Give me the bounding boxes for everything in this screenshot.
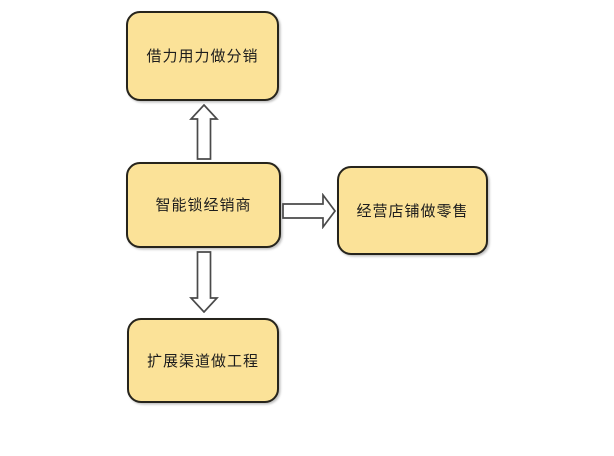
node-engineering-channel: 扩展渠道做工程	[127, 318, 279, 403]
arrow-up-icon	[189, 104, 219, 160]
node-retail-store: 经营店铺做零售	[337, 166, 488, 255]
node-distribution: 借力用力做分销	[126, 11, 279, 101]
arrow-down-icon	[189, 251, 219, 313]
node-smart-lock-dealer: 智能锁经销商	[126, 162, 281, 248]
node-engineering-channel-label: 扩展渠道做工程	[146, 351, 259, 370]
node-retail-store-label: 经营店铺做零售	[356, 201, 469, 220]
arrow-right-icon	[282, 193, 337, 229]
node-distribution-label: 借力用力做分销	[146, 47, 259, 65]
node-smart-lock-dealer-label: 智能锁经销商	[155, 196, 252, 214]
